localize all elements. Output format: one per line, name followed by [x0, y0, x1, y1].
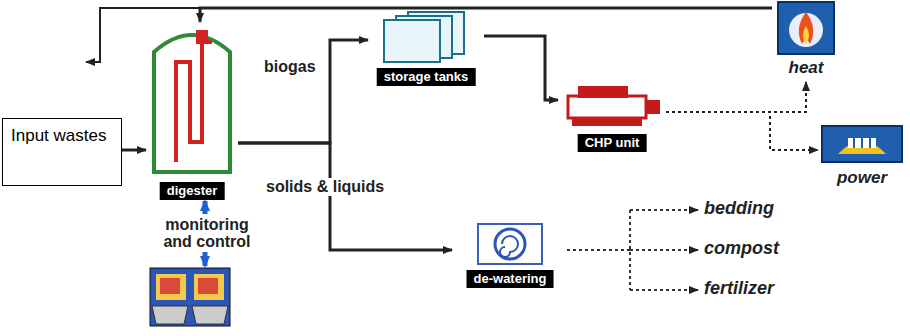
unit-label: storage tanks [377, 68, 476, 86]
unit-label: de-watering [467, 270, 554, 288]
control-arrow [203, 252, 208, 266]
flow-arrow [238, 40, 368, 143]
dewater-icon [452, 222, 568, 266]
unit-label: CHP unit [578, 134, 647, 152]
flow-arrow [484, 36, 558, 100]
power-unit: power [818, 124, 906, 190]
tanks-icon [368, 6, 484, 64]
flow-arrow [666, 82, 806, 112]
flow-arrow [200, 8, 772, 22]
flow-arrow [122, 149, 146, 152]
heat-icon [772, 0, 840, 56]
flow-label: biogas [262, 58, 318, 76]
flow-arrow [666, 112, 818, 150]
chp-icon [558, 82, 666, 130]
unit-label: digester [160, 182, 225, 200]
output-name: power [835, 168, 889, 188]
output-product: fertilizer [704, 278, 774, 299]
tanks-unit: storage tanks [368, 6, 484, 86]
control-label: monitoring and control [149, 216, 265, 250]
input-box: Input wastes [2, 118, 122, 186]
power-icon [818, 124, 906, 164]
output-lines [567, 210, 698, 290]
heat-unit: heat [772, 0, 840, 82]
output-product: bedding [704, 198, 774, 219]
flow-arrow [238, 143, 452, 250]
chp-unit: CHP unit [558, 82, 666, 152]
box-text: Input wastes [3, 119, 121, 153]
flow-label: solids & liquids [264, 178, 386, 196]
dewater-unit: de-watering [452, 222, 568, 288]
control-arrow [203, 201, 208, 214]
output-name: heat [787, 58, 826, 78]
computer-icon [150, 268, 230, 326]
digester-unit: digester [146, 22, 238, 200]
output-product: compost [704, 238, 779, 259]
digester-icon [146, 22, 238, 182]
